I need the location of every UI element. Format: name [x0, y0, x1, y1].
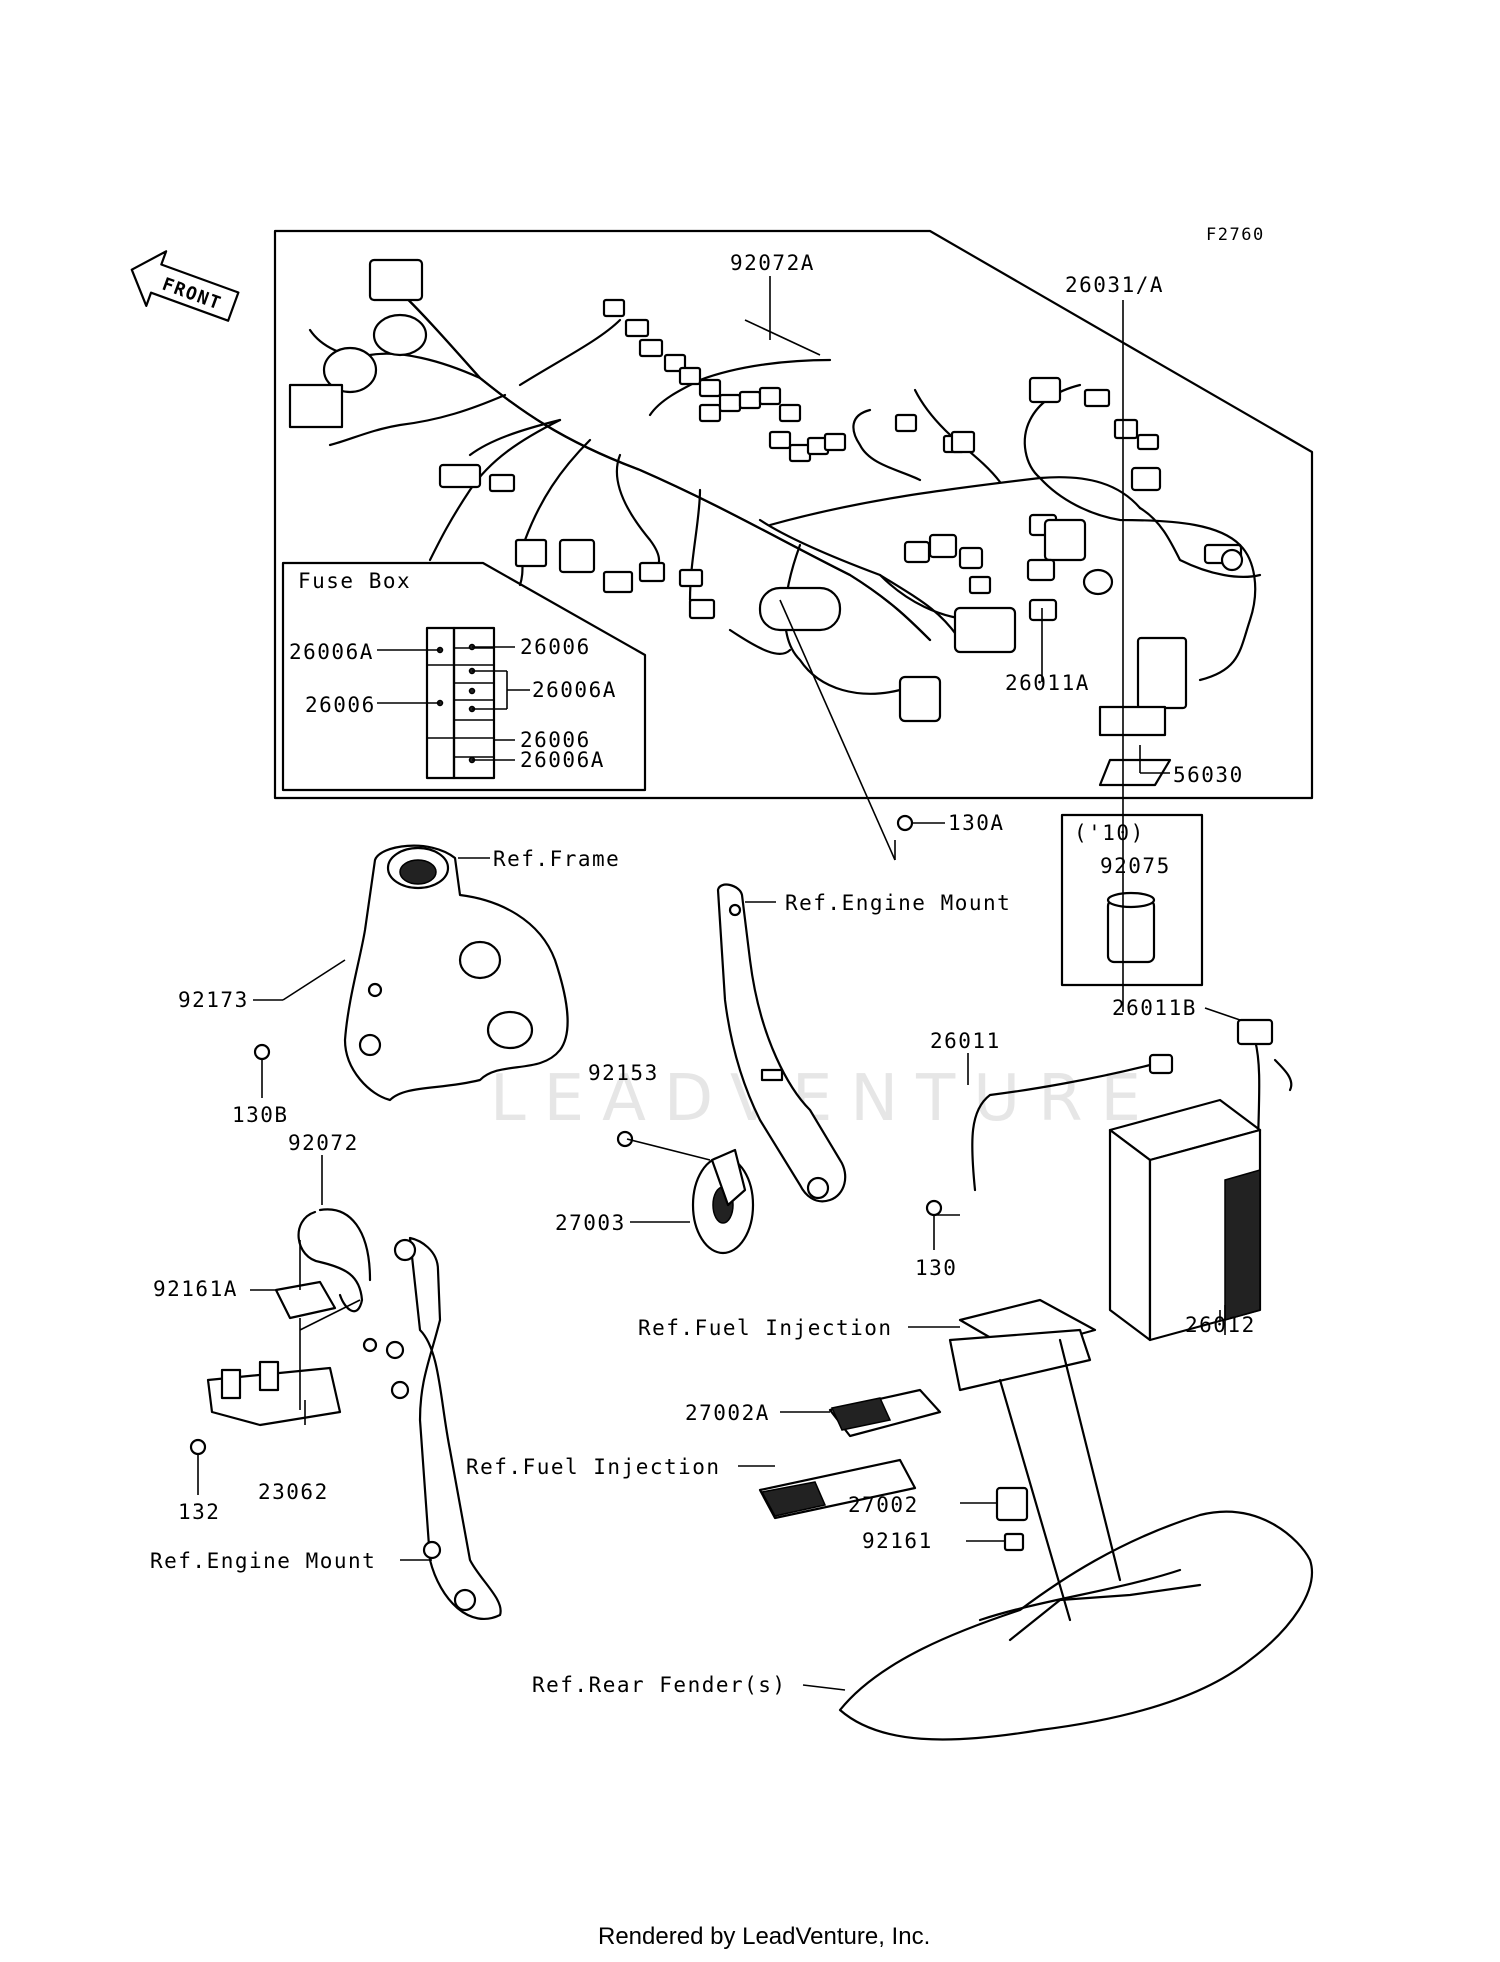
ref-rear-fender: Ref.Rear Fender(s) [532, 1673, 787, 1697]
label-130a: 130A [948, 811, 1005, 835]
engine-mount-left [385, 1236, 502, 1621]
label-92161a: 92161A [153, 1277, 238, 1301]
fuse-box-title: Fuse Box [298, 569, 411, 593]
fuse-label-26006a-left: 26006A [289, 640, 374, 664]
ref-engine-mount-left: Ref.Engine Mount [150, 1549, 376, 1573]
label-26011b: 26011B [1112, 996, 1197, 1020]
front-arrow-icon: FRONT [130, 250, 240, 322]
engine-mount-center [716, 883, 847, 1203]
fuse-box-inset: Fuse Box 26006A 26006 26006 26006A 26006… [281, 561, 647, 792]
fuse-label-26006a-bottom: 26006A [520, 748, 605, 772]
label-56030: 56030 [1173, 763, 1244, 787]
ref-frame: Ref.Frame [493, 847, 620, 871]
part-labels: 92072A 26031/A 26011A 56030 130A 26011B … [153, 251, 1256, 1553]
label-27002: 27002 [848, 1493, 919, 1517]
label-130: 130 [915, 1256, 957, 1280]
year-subbox: ('10) 92075 [1060, 813, 1204, 987]
label-27003: 27003 [555, 1211, 626, 1235]
label-92161: 92161 [862, 1529, 933, 1553]
ecu-rear-fender [758, 1298, 1313, 1741]
label-26011: 26011 [930, 1029, 1001, 1053]
year-label: ('10) [1074, 821, 1145, 845]
relay-bracket-parts [206, 1208, 372, 1427]
fuse-label-26006-left: 26006 [305, 693, 376, 717]
frame-part [343, 844, 569, 1102]
label-26012: 26012 [1185, 1313, 1256, 1337]
label-132: 132 [178, 1500, 220, 1524]
wiring-harness [308, 288, 1262, 695]
fuse-label-26006-top: 26006 [520, 635, 591, 659]
horn-part [691, 1148, 755, 1255]
label-92153: 92153 [588, 1061, 659, 1085]
harness-connectors [288, 258, 1244, 787]
ref-fuel-injection-lower: Ref.Fuel Injection [466, 1455, 721, 1479]
fuse-label-26006a-mid: 26006A [532, 678, 617, 702]
fuse-label-26006-lower: 26006 [520, 728, 591, 752]
label-27002a: 27002A [685, 1401, 770, 1425]
label-26011a: 26011A [1005, 671, 1090, 695]
harness-frame [273, 229, 1314, 800]
label-92173: 92173 [178, 988, 249, 1012]
reference-labels: Ref.Frame Ref.Engine Mount Ref.Engine Mo… [150, 847, 1011, 1697]
part-92075-label: 92075 [1100, 854, 1171, 878]
diagram-code: F2760 [1206, 225, 1265, 245]
battery-assembly [971, 1018, 1293, 1342]
footer-credit: Rendered by LeadVenture, Inc. [598, 1923, 930, 1950]
label-130b: 130B [232, 1103, 289, 1127]
ref-fuel-injection-upper: Ref.Fuel Injection [638, 1316, 893, 1340]
label-92072: 92072 [288, 1131, 359, 1155]
label-26031a: 26031/A [1065, 273, 1164, 297]
label-92072a: 92072A [730, 251, 815, 275]
leader-lines [197, 276, 1241, 1691]
ref-engine-mount-center: Ref.Engine Mount [785, 891, 1011, 915]
label-23062: 23062 [258, 1480, 329, 1504]
